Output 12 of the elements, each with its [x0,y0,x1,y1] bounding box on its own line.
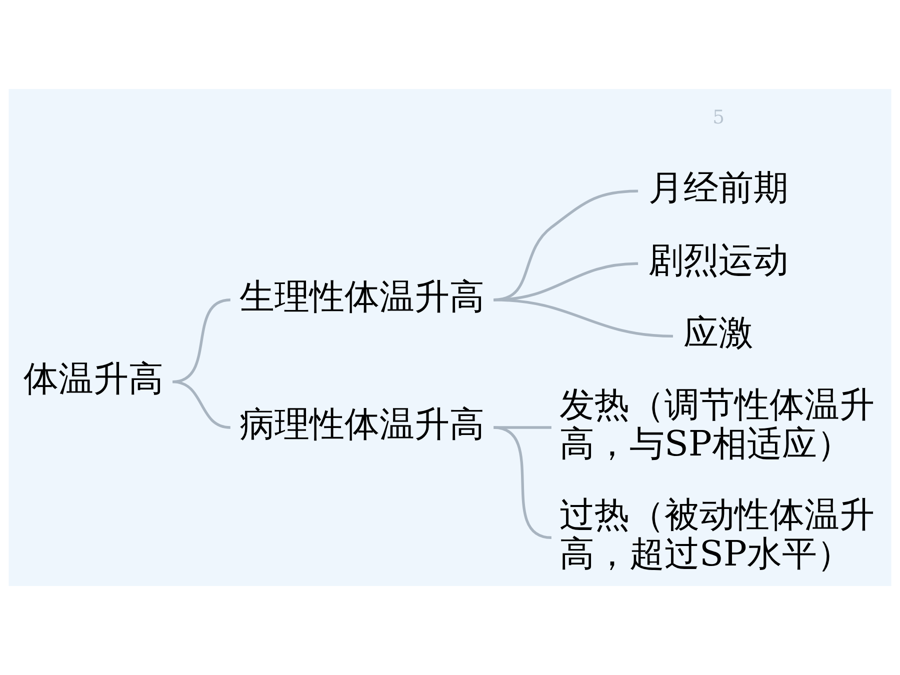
connector [172,380,231,429]
node-text: 剧烈运动 [648,241,789,282]
node-text: 病理性体温升高 [240,404,485,445]
node-text: 生理性体温升高 [240,277,485,318]
node-text: 发热（调节性体温升高，与SP相适应） [559,385,874,464]
node-text: 月经前期 [648,168,789,209]
connector [494,426,552,429]
connector [494,298,674,338]
node-text: 体温升高 [23,359,164,400]
node-text: 应激 [684,314,754,354]
node-text: 过热（被动性体温升高，超过SP水平） [559,496,874,575]
connector [493,426,552,539]
